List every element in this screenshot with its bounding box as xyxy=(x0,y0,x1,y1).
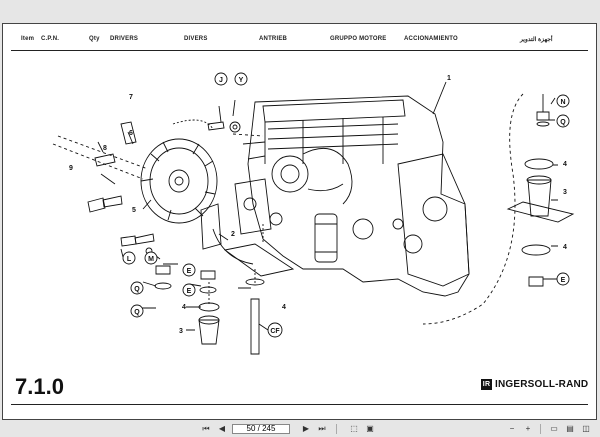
callout-6: 6 xyxy=(129,130,133,137)
brand-logo: IR INGERSOLL-RAND xyxy=(481,379,588,390)
callout-L: L xyxy=(127,256,132,263)
first-page-button[interactable]: ⏮ xyxy=(202,424,210,433)
callout-5: 5 xyxy=(132,207,136,214)
callout-J: J xyxy=(219,77,223,84)
callout-Q-front: Q xyxy=(134,309,140,316)
single-page-icon[interactable]: ▭ xyxy=(550,424,558,433)
two-page-icon[interactable]: ◫ xyxy=(582,424,590,433)
fit-width-icon[interactable]: ⬚ xyxy=(350,424,358,433)
callout-M: M xyxy=(148,256,154,263)
next-page-button[interactable]: ▶ xyxy=(302,424,310,433)
callout-2: 2 xyxy=(231,231,235,238)
callout-E-front-top: E xyxy=(187,268,192,275)
header-qty: Qty xyxy=(89,36,100,42)
zoom-in-button[interactable]: + xyxy=(525,424,531,433)
header-arabic: أجهزة التدوير xyxy=(520,37,553,43)
zoom-out-button[interactable]: − xyxy=(509,424,515,433)
toolbar-separator xyxy=(540,424,541,434)
callout-9: 9 xyxy=(69,165,73,172)
header-accionamiento: ACCIONAMIENTO xyxy=(404,36,458,42)
page-number-input[interactable] xyxy=(232,424,290,434)
prev-page-button[interactable]: ◀ xyxy=(218,424,226,433)
last-page-button[interactable]: ⏭ xyxy=(318,424,326,433)
header-drivers: DRIVERS xyxy=(110,36,139,42)
viewer-toolbar: ⏮ ◀ ▶ ⏭ ⬚ ▣ − + ▭ ▤ ◫ xyxy=(0,421,600,437)
callout-CF: CF xyxy=(270,328,280,335)
callout-4-front: 4 xyxy=(282,304,286,311)
brand-name: INGERSOLL-RAND xyxy=(495,379,589,390)
header-gruppo-motore: GRUPPO MOTORE xyxy=(330,36,387,42)
scroll-mode-icon[interactable]: ▤ xyxy=(566,424,574,433)
callout-8: 8 xyxy=(103,145,107,152)
callout-3-front: 3 xyxy=(179,328,183,335)
callout-E-front: E xyxy=(187,288,192,295)
callout-4-front-stack: 4 xyxy=(182,304,186,311)
header-divers: DIVERS xyxy=(184,36,208,42)
callout-Q-rear: Q xyxy=(560,119,566,126)
catalog-page-number: 7.1.0 xyxy=(15,374,64,399)
engine-exploded-diagram: 1 2 3 3 4 4 4 5 6 7 8 9 J Y N Q E L M E … xyxy=(52,72,575,355)
header-cpn: C.P.N. xyxy=(41,36,60,42)
toolbar-separator xyxy=(336,424,337,434)
callout-Q-front-top: Q xyxy=(134,286,140,293)
callout-7: 7 xyxy=(129,94,133,101)
header-rule xyxy=(11,50,588,51)
parts-catalog-page: Item C.P.N. Qty DRIVERS DIVERS ANTRIEB G… xyxy=(2,23,597,420)
callout-1: 1 xyxy=(447,75,451,82)
ingersoll-rand-mark-icon: IR xyxy=(481,379,492,390)
callout-E-rear: E xyxy=(561,277,566,284)
callout-4-rear-bottom: 4 xyxy=(563,244,567,251)
footer-rule xyxy=(11,404,588,405)
fit-page-icon[interactable]: ▣ xyxy=(366,424,374,433)
header-antrieb: ANTRIEB xyxy=(259,36,288,42)
header-item: Item xyxy=(21,36,35,42)
callout-Y: Y xyxy=(239,77,244,84)
callout-3-rear: 3 xyxy=(563,189,567,196)
callout-N: N xyxy=(560,99,565,106)
callout-4-rear-top: 4 xyxy=(563,161,567,168)
